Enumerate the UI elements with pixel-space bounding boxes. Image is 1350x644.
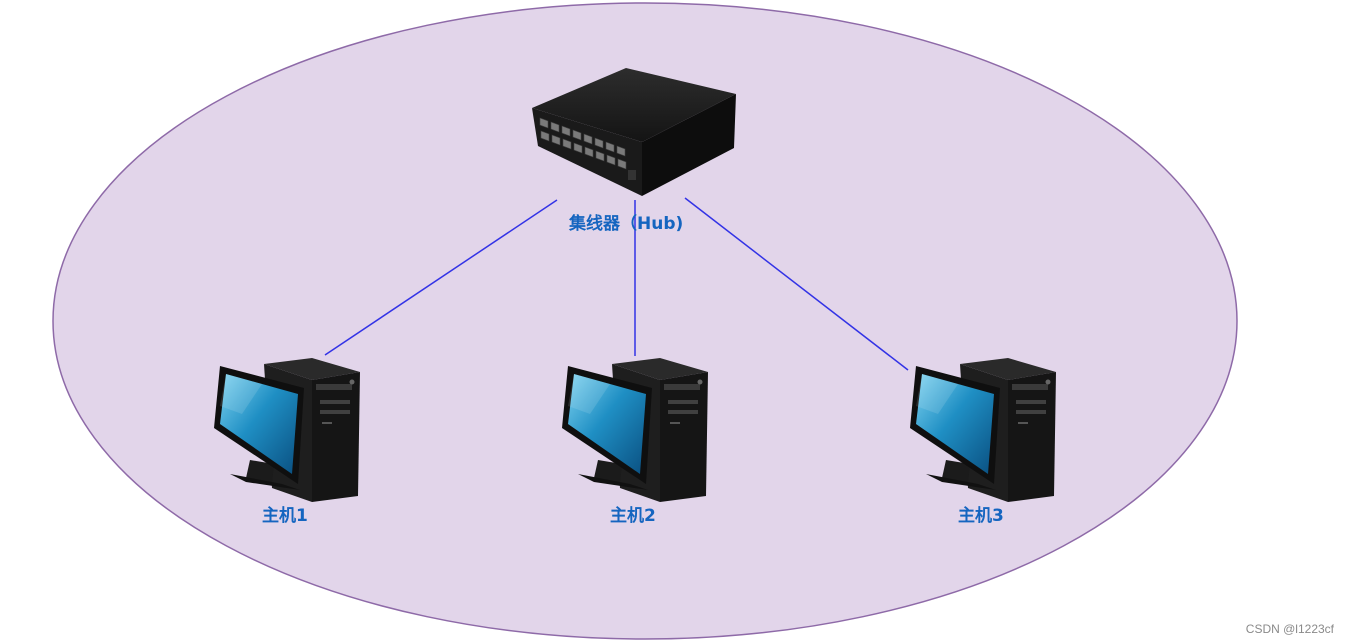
watermark-text: CSDN @l1223cf bbox=[1245, 622, 1334, 636]
link-hub-host1 bbox=[324, 199, 558, 356]
link-hub-host3 bbox=[684, 197, 909, 371]
hub-label: 集线器（Hub) bbox=[569, 214, 684, 234]
network-links bbox=[324, 197, 909, 371]
host-label-3: 主机3 bbox=[958, 506, 1004, 526]
network-hub-icon bbox=[532, 68, 736, 196]
host-label-2: 主机2 bbox=[610, 506, 656, 526]
host-label-1: 主机1 bbox=[262, 506, 308, 526]
